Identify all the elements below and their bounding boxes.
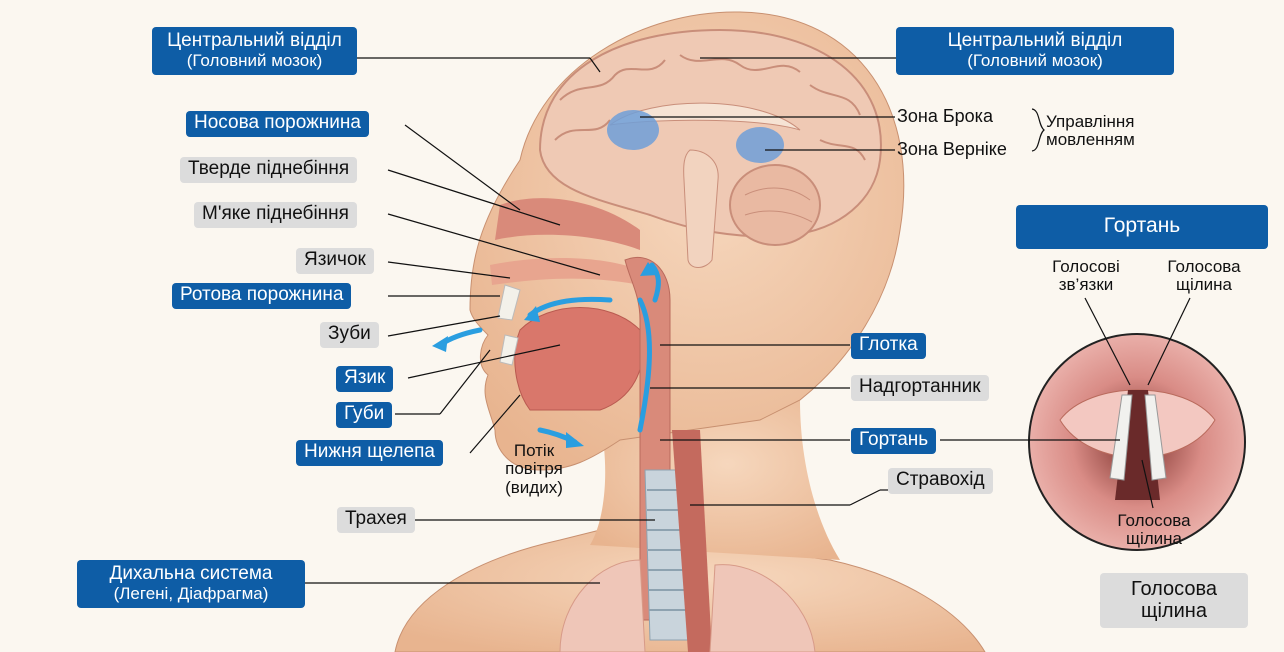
airflow-line-3: (видих)	[494, 479, 574, 497]
lips-label: Губи	[336, 402, 392, 428]
respiratory-system-sub: (Легені, Діафрагма)	[87, 585, 295, 603]
glottis-top-line-2: щілина	[1152, 276, 1256, 294]
glottis-top-label: Голосова щілина	[1152, 258, 1256, 295]
glottis-bottom-line-2: щілина	[1108, 601, 1240, 623]
airflow-line-1: Потік	[494, 442, 574, 460]
broca-area	[607, 110, 659, 150]
respiratory-system-title: Дихальна система	[110, 563, 273, 584]
central-division-sub-left: (Головний мозок)	[162, 52, 347, 70]
glottis-bottom-line-1: Голосова	[1108, 579, 1240, 601]
central-division-sub-right: (Головний мозок)	[906, 52, 1164, 70]
tongue-shape	[515, 308, 643, 411]
cerebellum	[730, 165, 820, 245]
larynx-inset-title: Гортань	[1016, 205, 1268, 249]
wernicke-label: Зона Верніке	[897, 140, 1007, 159]
central-division-title-left: Центральний відділ	[167, 30, 342, 51]
larynx-label: Гортань	[851, 428, 936, 454]
brainstem	[684, 150, 719, 268]
glottis-inner-line-2: щілина	[1106, 530, 1202, 548]
lower-jaw-label: Нижня щелепа	[296, 440, 443, 466]
glottis-bottom-label: Голосова щілина	[1100, 573, 1248, 628]
glottis-inner-label: Голосова щілина	[1106, 512, 1202, 549]
speech-control-label: Управління мовленням	[1046, 113, 1135, 150]
airflow-label: Потік повітря (видих)	[494, 442, 574, 497]
tongue-label: Язик	[336, 366, 393, 392]
uvula-label: Язичок	[296, 248, 374, 274]
pharynx-label: Глотка	[851, 333, 926, 359]
vocal-cords-line-2: зв’язки	[1040, 276, 1132, 294]
nasal-cavity-label: Носова порожнина	[186, 111, 369, 137]
oral-cavity-label: Ротова порожнина	[172, 283, 351, 309]
teeth-label: Зуби	[320, 322, 379, 348]
esophagus-label: Стравохід	[888, 468, 993, 494]
central-division-title-right: Центральний відділ	[948, 30, 1123, 51]
airflow-line-2: повітря	[494, 460, 574, 478]
epiglottis-label: Надгортанник	[851, 375, 989, 401]
vocal-cords-label: Голосові зв’язки	[1040, 258, 1132, 295]
wernicke-area	[736, 127, 784, 163]
respiratory-system-label: Дихальна система (Легені, Діафрагма)	[77, 560, 305, 608]
vocal-cords-line-1: Голосові	[1040, 258, 1132, 276]
trachea-label: Трахея	[337, 507, 415, 533]
central-division-label-right: Центральний відділ (Головний мозок)	[896, 27, 1174, 75]
broca-label: Зона Брока	[897, 107, 993, 126]
central-division-label-left: Центральний відділ (Головний мозок)	[152, 27, 357, 75]
speech-control-line-1: Управління	[1046, 113, 1135, 131]
speech-control-line-2: мовленням	[1046, 131, 1135, 149]
hard-palate-label: Тверде піднебіння	[180, 157, 357, 183]
glottis-inner-line-1: Голосова	[1106, 512, 1202, 530]
soft-palate-label: М'яке піднебіння	[194, 202, 357, 228]
glottis-top-line-1: Голосова	[1152, 258, 1256, 276]
